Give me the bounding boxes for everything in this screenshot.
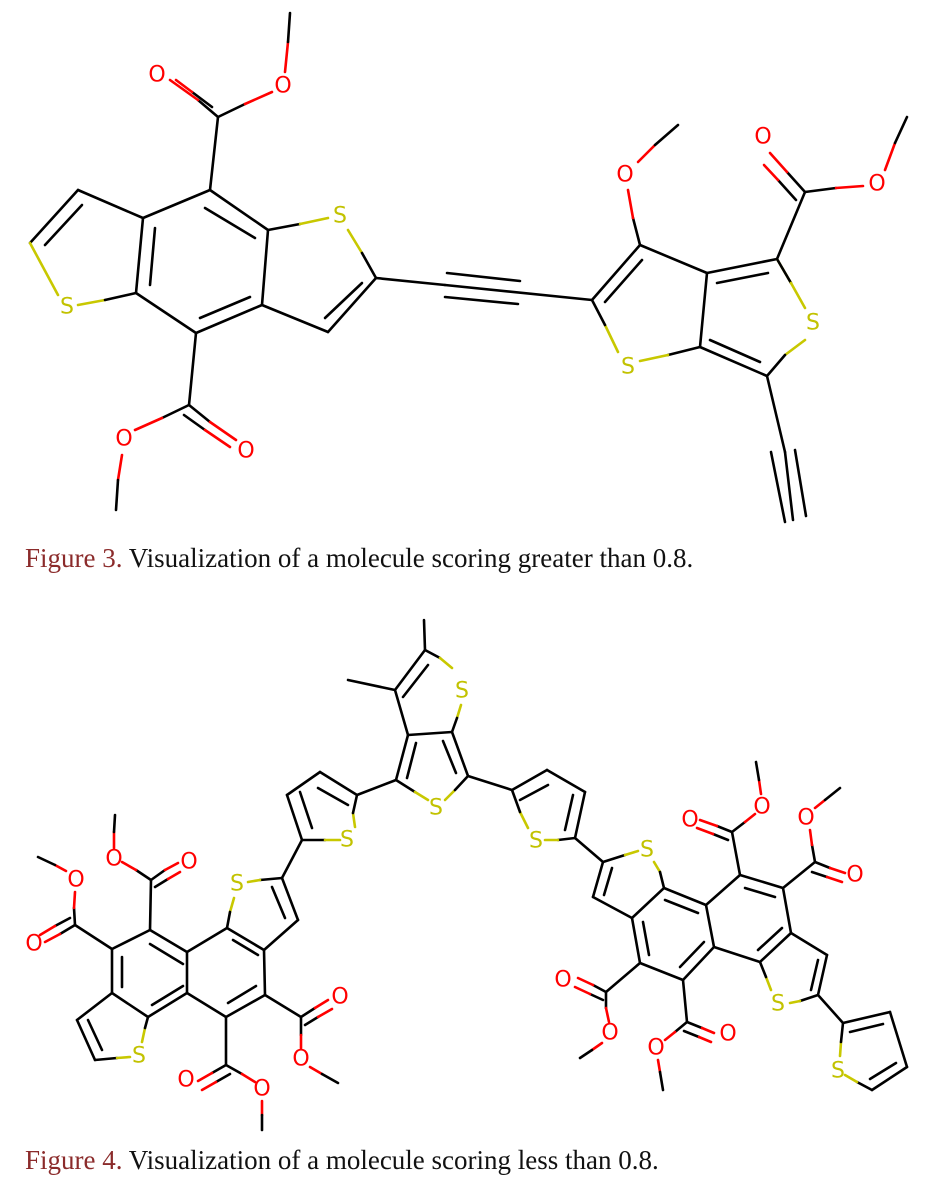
molecule-structure-high-score: S S O O O O [28, 11, 909, 524]
oxygen-atom: O [253, 1077, 270, 1102]
oxygen-atom: O [180, 850, 197, 875]
sulfur-atom: S [132, 1044, 146, 1069]
oxygen-atom: O [719, 1022, 736, 1047]
sulfur-atom: S [831, 1059, 845, 1084]
oxygen-atom: O [647, 1036, 664, 1061]
oxygen-atom: O [616, 163, 633, 188]
oxygen-atom: O [797, 806, 814, 831]
oxygen-atom: O [25, 932, 42, 957]
sulfur-atom: S [640, 838, 654, 863]
figure-4: S S S S [0, 600, 937, 1195]
sulfur-atom: S [455, 679, 469, 704]
sulfur-atom: S [429, 796, 443, 821]
figure-caption: Figure 4. Visualization of a molecule sc… [25, 1145, 659, 1176]
figure-3: S S O O O O [25, 11, 909, 574]
oxygen-atom: O [754, 125, 771, 150]
oxygen-atom: O [753, 795, 770, 820]
sulfur-atom: S [230, 872, 244, 897]
oxygen-atom: O [274, 74, 291, 99]
caption-text: Visualization of a molecule scoring less… [122, 1145, 659, 1175]
oxygen-atom: O [177, 1068, 194, 1093]
caption-text: Visualization of a molecule scoring grea… [122, 543, 694, 573]
oxygen-atom: O [67, 868, 84, 893]
oxygen-atom: O [148, 63, 165, 88]
molecule-structure-low-score: S S S S [25, 618, 909, 1132]
sulfur-atom: S [621, 355, 635, 380]
sulfur-atom: S [771, 992, 785, 1017]
oxygen-atom: O [292, 1047, 309, 1072]
oxygen-atom: O [237, 439, 254, 464]
sulfur-atom: S [60, 295, 74, 320]
oxygen-atom: O [681, 808, 698, 833]
figure-caption: Figure 3. Visualization of a molecule sc… [25, 543, 693, 574]
oxygen-atom: O [846, 863, 863, 888]
figure-label: Figure 4. [25, 1145, 123, 1175]
oxygen-atom: O [115, 427, 132, 452]
oxygen-atom: O [331, 985, 348, 1010]
oxygen-atom: O [868, 172, 885, 197]
oxygen-atom: O [554, 968, 571, 993]
sulfur-atom: S [333, 204, 347, 229]
sulfur-atom: S [529, 829, 543, 854]
sulfur-atom: S [340, 828, 354, 853]
oxygen-atom: O [601, 1021, 618, 1046]
sulfur-atom: S [806, 311, 820, 336]
figure-label: Figure 3. [25, 543, 123, 573]
oxygen-atom: O [105, 847, 122, 872]
